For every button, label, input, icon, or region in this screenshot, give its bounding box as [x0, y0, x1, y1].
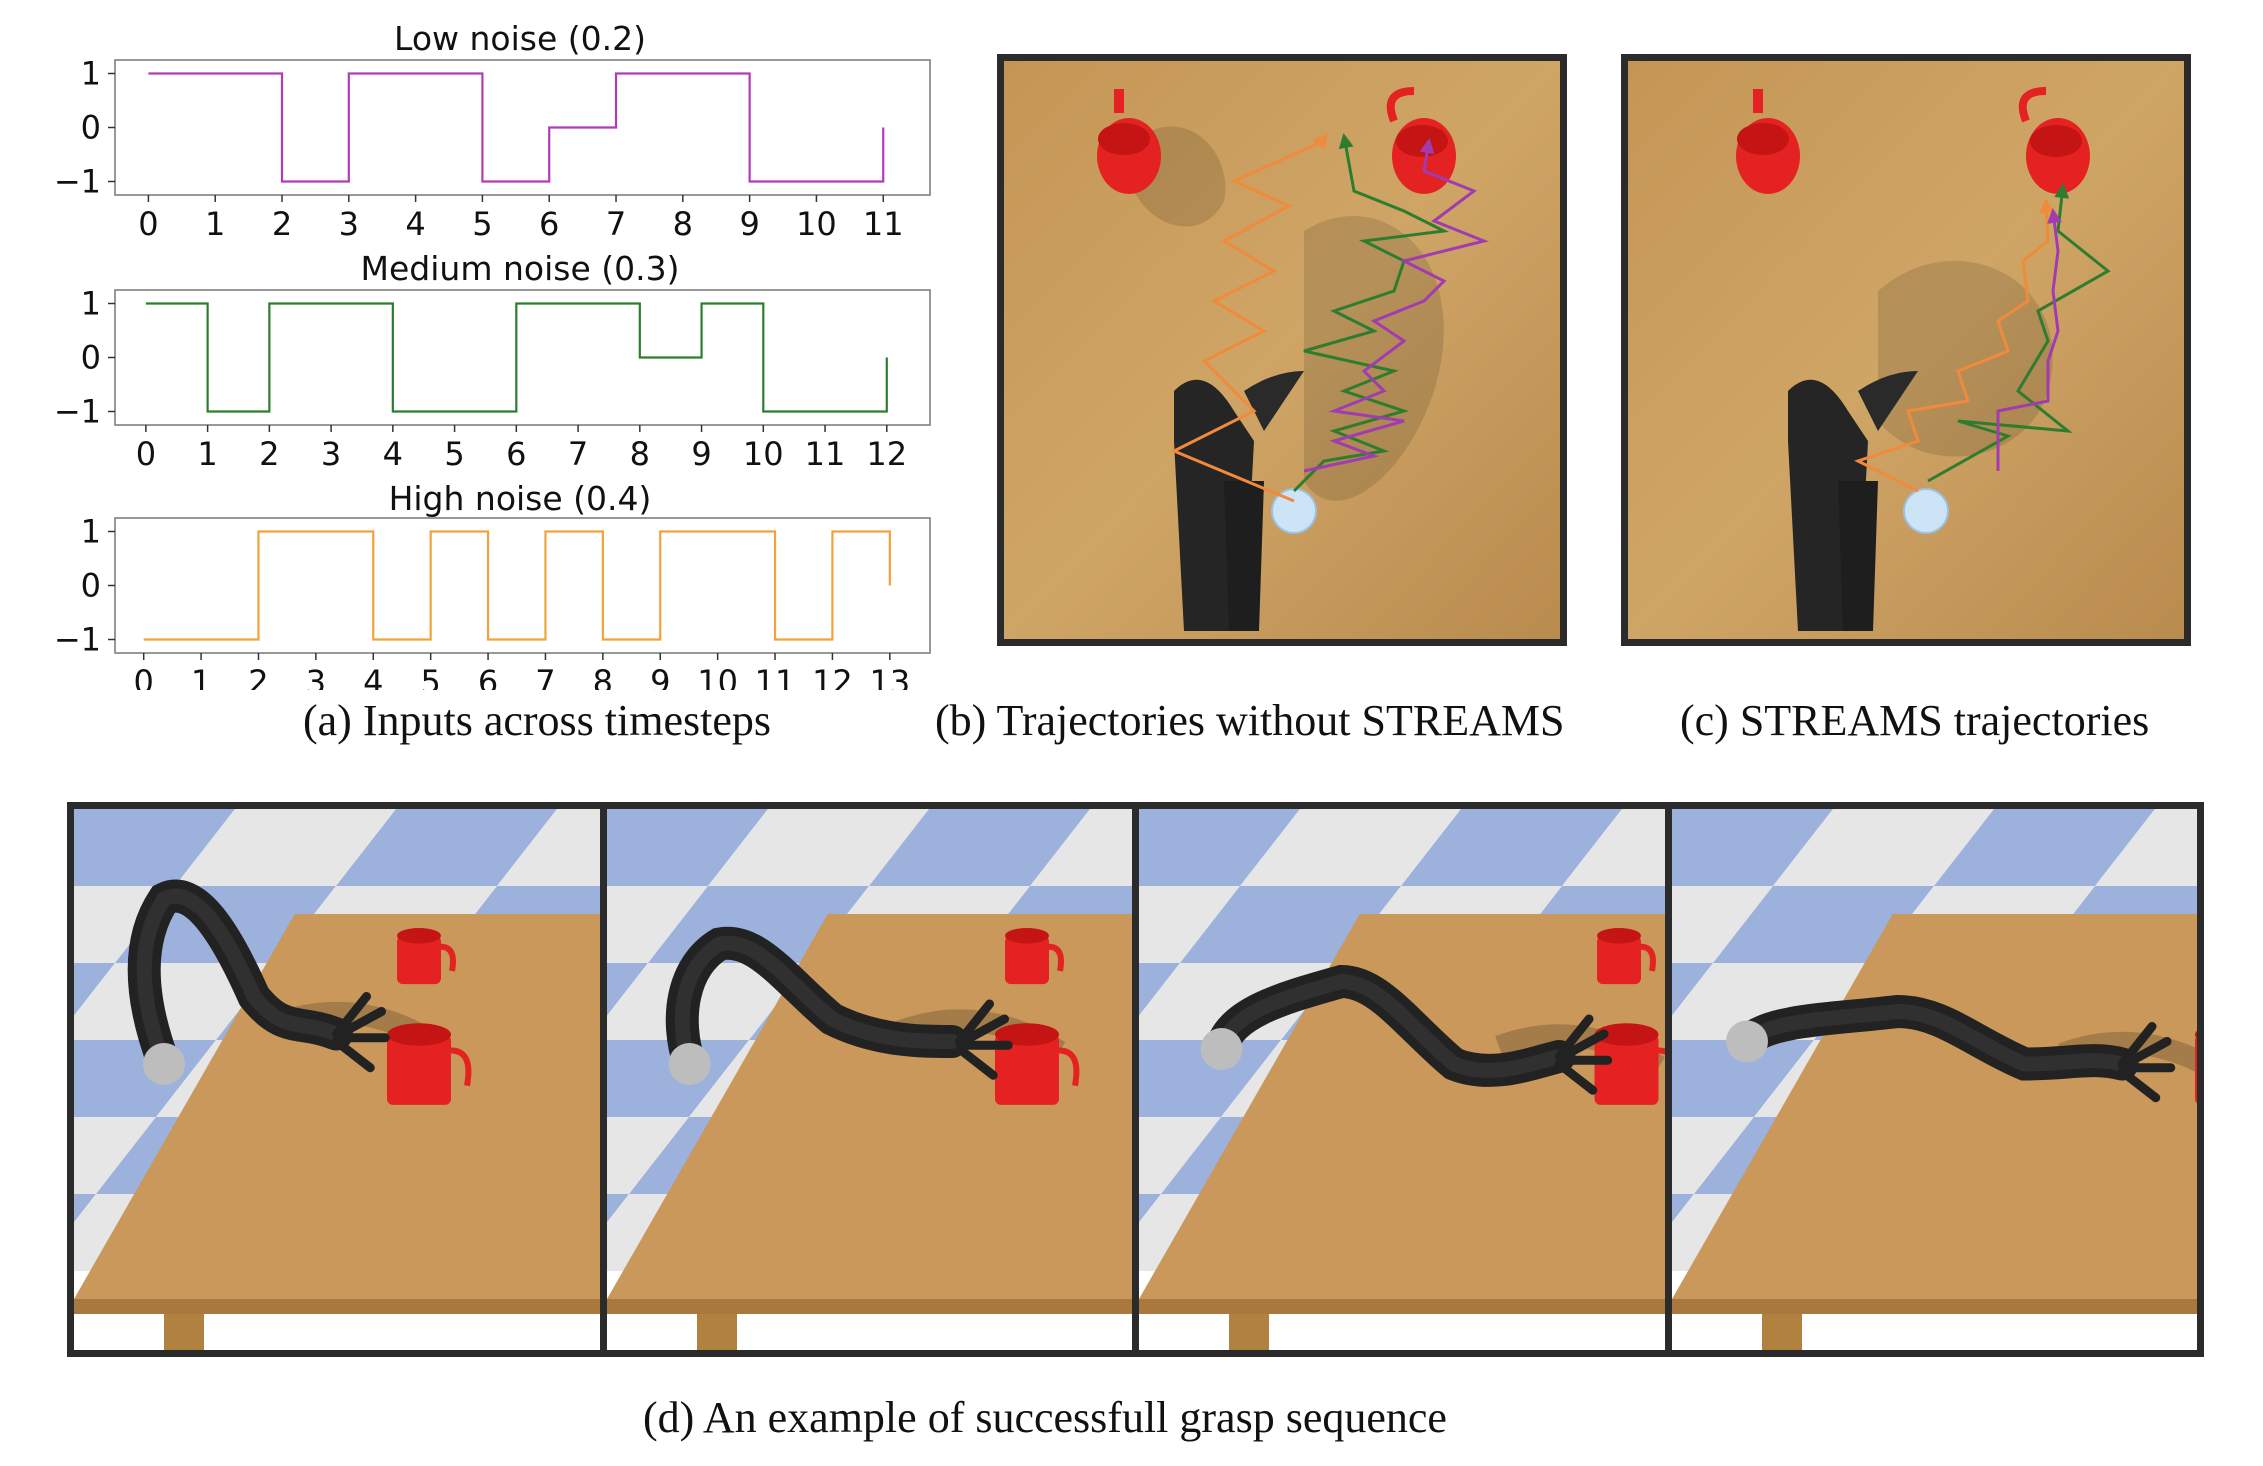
x-tick-label: 3: [321, 435, 341, 473]
x-tick-label: 1: [191, 663, 211, 690]
x-tick-label: 4: [405, 205, 425, 243]
y-tick-label: −1: [54, 393, 101, 431]
mug-icon: [1594, 1023, 1665, 1105]
grasp-frame-2: [599, 802, 1139, 1357]
caption-c: (c) STREAMS trajectories: [1680, 696, 2150, 745]
x-tick-label: 0: [138, 205, 158, 243]
x-tick-label: 8: [630, 435, 650, 473]
grasp-frame-1: [67, 802, 607, 1357]
robot-hand-icon: [1788, 371, 1918, 631]
x-tick-label: 5: [420, 663, 440, 690]
mug-icon: [397, 928, 456, 985]
grasp-scene: [606, 809, 1133, 1350]
x-tick-label: 12: [812, 663, 853, 690]
x-tick-label: 2: [259, 435, 279, 473]
mug-icon: [1004, 928, 1064, 985]
trajectory-green: [1927, 183, 2111, 483]
robot-arm-icon: [665, 926, 1013, 1085]
x-tick-label: 7: [535, 663, 555, 690]
panel-c-topdown-scene: [1621, 54, 2191, 646]
robot-arm-icon: [1725, 994, 2175, 1103]
series-line-medium: [145, 302, 888, 413]
grasp-scene: [73, 809, 600, 1350]
plot-frame: [114, 289, 931, 426]
x-tick-label: 10: [697, 663, 738, 690]
x-tick-label: 5: [472, 205, 492, 243]
panel-d-sequence: [67, 802, 2204, 1357]
x-tick-label: 1: [197, 435, 217, 473]
y-tick-label: 1: [81, 55, 101, 93]
x-tick-label: 6: [539, 205, 559, 243]
chart-title: Medium noise (0.3): [361, 249, 680, 288]
x-tick-label: 12: [866, 435, 907, 473]
x-tick-label: 7: [568, 435, 588, 473]
scene-c: [1628, 61, 2184, 639]
grasp-frame-3: [1132, 802, 1672, 1357]
grasp-scene: [1138, 809, 1665, 1350]
mug-icon: [1597, 928, 1656, 985]
caption-d: (d) An example of successfull grasp sequ…: [643, 1393, 1447, 1442]
x-tick-label: 13: [869, 663, 910, 690]
x-tick-label: 4: [363, 663, 383, 690]
x-tick-label: 1: [205, 205, 225, 243]
x-tick-label: 0: [134, 663, 154, 690]
y-tick-label: −1: [54, 163, 101, 201]
mug-icon: [2194, 1030, 2198, 1104]
y-tick-label: −1: [54, 621, 101, 659]
cursor-marker: [1903, 488, 1949, 534]
panel-b-topdown-scene: [997, 54, 1567, 646]
robot-arm-icon: [1200, 964, 1613, 1095]
scene-b: [1004, 61, 1560, 639]
x-tick-label: 6: [478, 663, 498, 690]
x-tick-label: 4: [383, 435, 403, 473]
series-line-low: [148, 72, 885, 183]
mug-icon: [387, 1023, 472, 1105]
trajectory-purple: [1303, 138, 1489, 473]
x-tick-label: 0: [136, 435, 156, 473]
mug-icon: [2018, 87, 2090, 194]
mug-icon: [994, 1023, 1079, 1105]
x-tick-label: 3: [339, 205, 359, 243]
x-tick-label: 11: [863, 205, 904, 243]
x-tick-label: 7: [606, 205, 626, 243]
mug-icon: [1736, 89, 1800, 194]
grasp-frame-4: [1664, 802, 2204, 1357]
y-tick-label: 0: [81, 339, 101, 377]
x-tick-label: 8: [673, 205, 693, 243]
x-tick-label: 6: [506, 435, 526, 473]
x-tick-label: 11: [755, 663, 796, 690]
y-tick-label: 0: [81, 567, 101, 605]
grasp-scene: [1671, 809, 2198, 1350]
trajectory-orange: [1854, 198, 2055, 493]
chart-title: High noise (0.4): [389, 479, 652, 518]
caption-b: (b) Trajectories without STREAMS: [935, 696, 1565, 745]
chart-title: Low noise (0.2): [394, 19, 646, 58]
y-tick-label: 1: [81, 513, 101, 551]
trajectory-purple: [1996, 208, 2062, 471]
x-tick-label: 8: [593, 663, 613, 690]
x-tick-label: 9: [691, 435, 711, 473]
mug-icon: [1097, 89, 1161, 194]
robot-arm-icon: [127, 879, 390, 1085]
plot-frame: [114, 517, 931, 654]
x-tick-label: 11: [805, 435, 846, 473]
trajectory-orange: [1170, 133, 1328, 503]
x-tick-label: 9: [739, 205, 759, 243]
x-tick-label: 9: [650, 663, 670, 690]
x-tick-label: 10: [743, 435, 784, 473]
y-tick-label: 0: [81, 109, 101, 147]
caption-a: (a) Inputs across timesteps: [303, 696, 771, 745]
plot-frame: [114, 59, 931, 196]
x-tick-label: 2: [248, 663, 268, 690]
series-line-high: [143, 530, 891, 641]
x-tick-label: 3: [306, 663, 326, 690]
y-tick-label: 1: [81, 285, 101, 323]
x-tick-label: 10: [796, 205, 837, 243]
x-tick-label: 2: [272, 205, 292, 243]
x-tick-label: 5: [444, 435, 464, 473]
